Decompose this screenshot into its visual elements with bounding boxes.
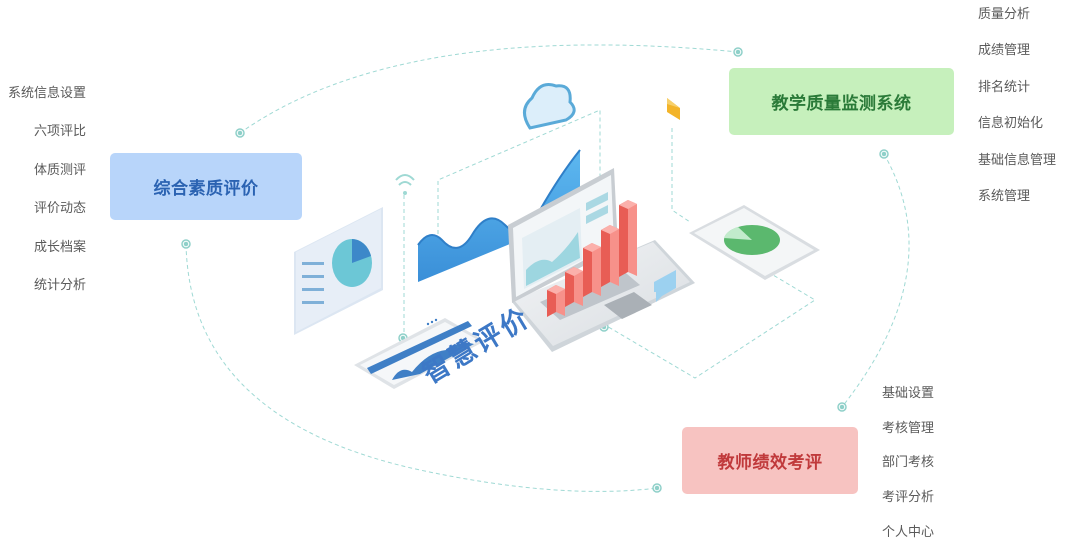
list-item[interactable]: 成长档案 xyxy=(33,240,86,255)
bar-1 xyxy=(547,285,565,317)
list-item[interactable]: 系统信息设置 xyxy=(7,86,86,101)
comprehensive-feature-list: 系统信息设置 六项评比 体质测评 评价动态 成长档案 统计分析 xyxy=(0,82,86,297)
list-item[interactable]: 系统管理 xyxy=(978,189,1031,204)
list-item[interactable]: 成绩管理 xyxy=(978,43,1031,58)
list-item[interactable]: 信息初始化 xyxy=(978,116,1044,131)
connection-lines xyxy=(185,44,910,492)
list-item[interactable]: 考核管理 xyxy=(882,421,935,436)
cloud-icon xyxy=(523,83,576,130)
list-item[interactable]: 部门考核 xyxy=(882,455,935,470)
list-item[interactable]: 六项评比 xyxy=(33,124,86,139)
list-item[interactable]: 质量分析 xyxy=(978,7,1031,22)
wave-card xyxy=(354,318,485,389)
area-chart xyxy=(417,149,581,282)
pie-chart-panel xyxy=(294,207,383,335)
list-item[interactable]: 基础信息管理 xyxy=(978,153,1057,168)
mail-icon xyxy=(667,98,680,120)
list-item[interactable]: 基础设置 xyxy=(882,386,935,401)
list-item[interactable]: 体质测评 xyxy=(33,163,86,178)
bar-3 xyxy=(583,243,601,297)
teacher-feature-list: 基础设置 考核管理 部门考核 考评分析 个人中心 xyxy=(882,382,962,540)
bar-chart xyxy=(547,200,637,317)
list-item[interactable]: 排名统计 xyxy=(978,80,1031,95)
quality-feature-list: 质量分析 成绩管理 排名统计 信息初始化 基础信息管理 系统管理 xyxy=(978,3,1065,213)
bar-5 xyxy=(619,200,637,277)
message-card xyxy=(654,270,676,302)
list-item[interactable]: 个人中心 xyxy=(882,525,935,540)
tablet-icon xyxy=(689,205,820,280)
list-item[interactable]: 评价动态 xyxy=(33,201,86,216)
list-item[interactable]: 考评分析 xyxy=(882,490,935,505)
module-teaching-quality-monitoring[interactable]: 教学质量监测系统 xyxy=(729,68,954,135)
bar-4 xyxy=(601,225,619,287)
module-comprehensive-evaluation[interactable]: 综合素质评价 xyxy=(110,153,302,220)
pie-chart-icon xyxy=(332,239,372,287)
bar-2 xyxy=(565,267,583,307)
laptop-icon xyxy=(508,168,695,352)
module-teacher-performance[interactable]: 教师绩效考评 xyxy=(682,427,858,494)
list-item[interactable]: 统计分析 xyxy=(33,278,86,293)
wifi-icon xyxy=(395,174,415,195)
